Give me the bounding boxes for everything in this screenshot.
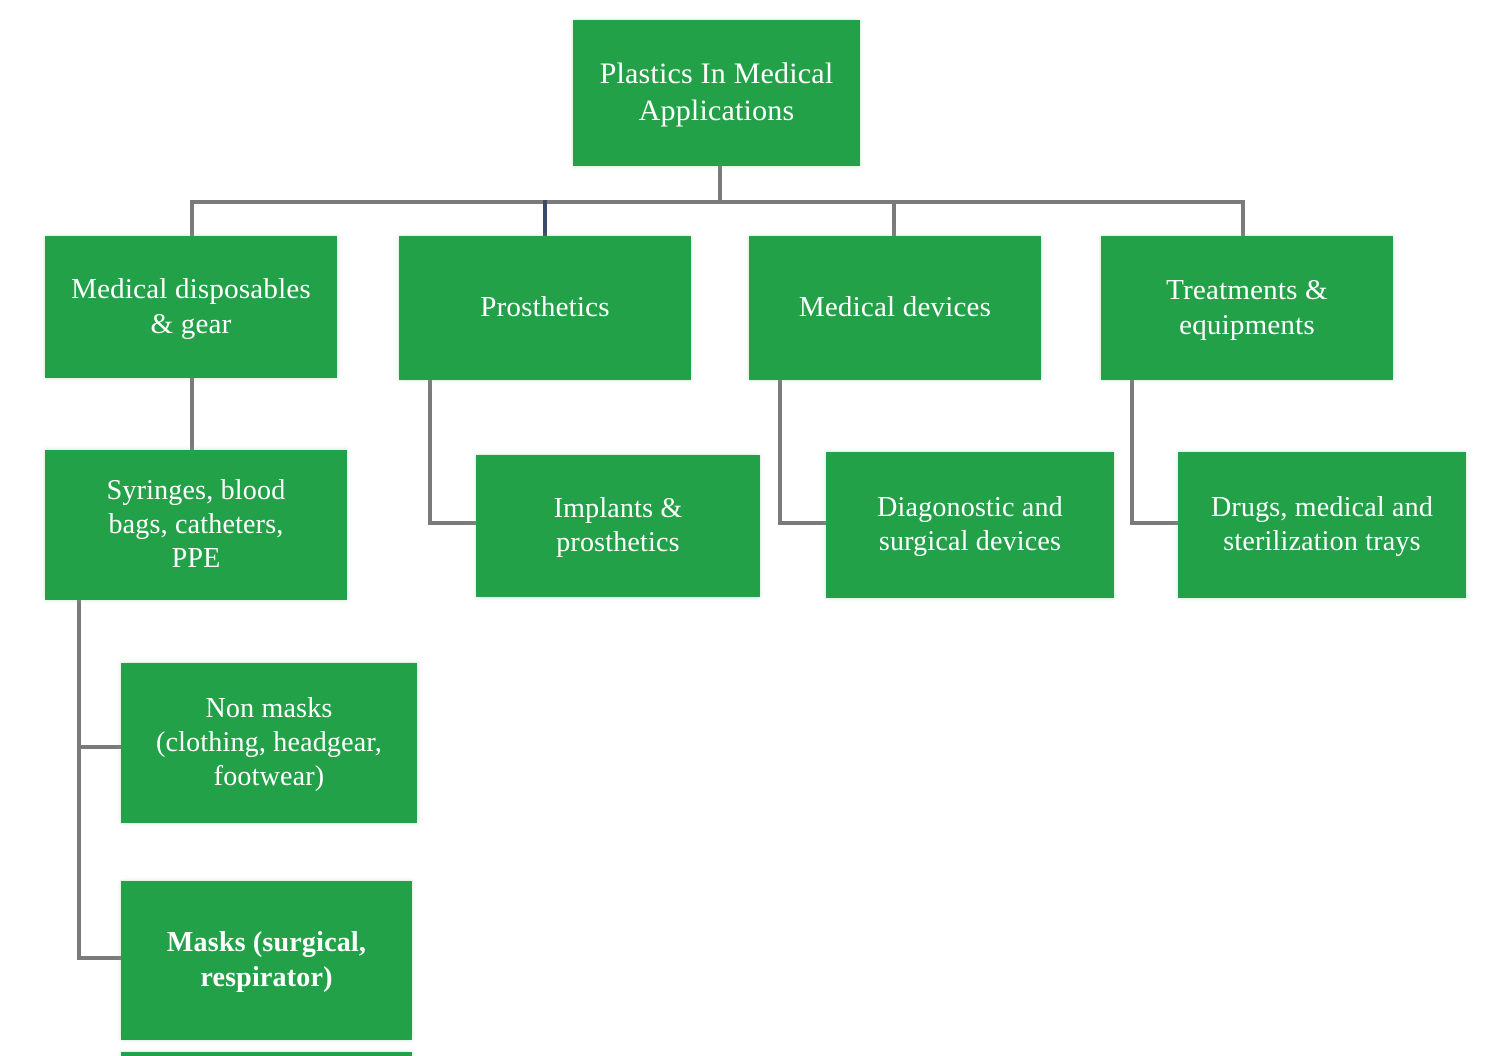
node-masks[interactable]: Masks (surgical, respirator) <box>121 881 412 1040</box>
connector-branch4-child4-vertical <box>1130 380 1134 525</box>
connector-drop-branch1 <box>190 200 194 236</box>
connector-branch2-child2-horizontal <box>428 521 478 525</box>
node-implants-and-prosthetics[interactable]: Implants & prosthetics <box>476 455 760 597</box>
connector-child1-trunk <box>77 600 81 960</box>
connector-branch2-child2-vertical <box>428 380 432 525</box>
node-non-masks-label: Non masks (clothing, headgear, footwear) <box>155 692 382 793</box>
node-drugs-medical-and-sterilization-trays[interactable]: Drugs, medical and sterilization trays <box>1178 452 1466 598</box>
node-drugs-medical-and-sterilization-trays-label: Drugs, medical and sterilization trays <box>1210 491 1434 557</box>
connector-child1-leaf1 <box>77 745 122 749</box>
node-medical-disposables-and-gear[interactable]: Medical disposables & gear <box>45 236 337 378</box>
connector-child1-leaf2 <box>77 956 122 960</box>
connector-branch3-child3-vertical <box>778 380 782 525</box>
node-prosthetics[interactable]: Prosthetics <box>399 236 691 380</box>
connector-branch1-child1 <box>190 378 194 450</box>
node-root-label: Plastics In Medical Applications <box>599 57 834 127</box>
node-syringes-blood-bags-catheters-ppe[interactable]: Syringes, blood bags, catheters, PPE <box>45 450 347 600</box>
node-medical-devices-label: Medical devices <box>798 291 992 324</box>
node-syringes-blood-bags-catheters-ppe-label: Syringes, blood bags, catheters, PPE <box>106 474 286 575</box>
node-medical-disposables-and-gear-label: Medical disposables & gear <box>71 272 311 340</box>
connector-branch4-child4-horizontal <box>1130 521 1180 525</box>
node-diagonostic-and-surgical-devices[interactable]: Diagonostic and surgical devices <box>826 452 1114 598</box>
connector-level1-bus <box>190 200 1245 204</box>
node-treatments-and-equipments-label: Treatments & equipments <box>1166 273 1328 341</box>
connector-root-stem <box>718 163 722 203</box>
node-cutoff-bottom[interactable] <box>121 1052 412 1056</box>
node-implants-and-prosthetics-label: Implants & prosthetics <box>553 492 683 558</box>
node-treatments-and-equipments[interactable]: Treatments & equipments <box>1101 236 1393 380</box>
node-masks-label: Masks (surgical, respirator) <box>166 927 367 993</box>
node-root[interactable]: Plastics In Medical Applications <box>573 20 860 166</box>
connector-drop-branch2 <box>543 200 547 236</box>
node-diagonostic-and-surgical-devices-label: Diagonostic and surgical devices <box>877 491 1063 557</box>
node-medical-devices[interactable]: Medical devices <box>749 236 1041 380</box>
connector-drop-branch3 <box>892 200 896 236</box>
node-prosthetics-label: Prosthetics <box>480 291 610 324</box>
connector-branch3-child3-horizontal <box>778 521 828 525</box>
connector-drop-branch4 <box>1241 200 1245 236</box>
node-non-masks[interactable]: Non masks (clothing, headgear, footwear) <box>121 663 417 823</box>
